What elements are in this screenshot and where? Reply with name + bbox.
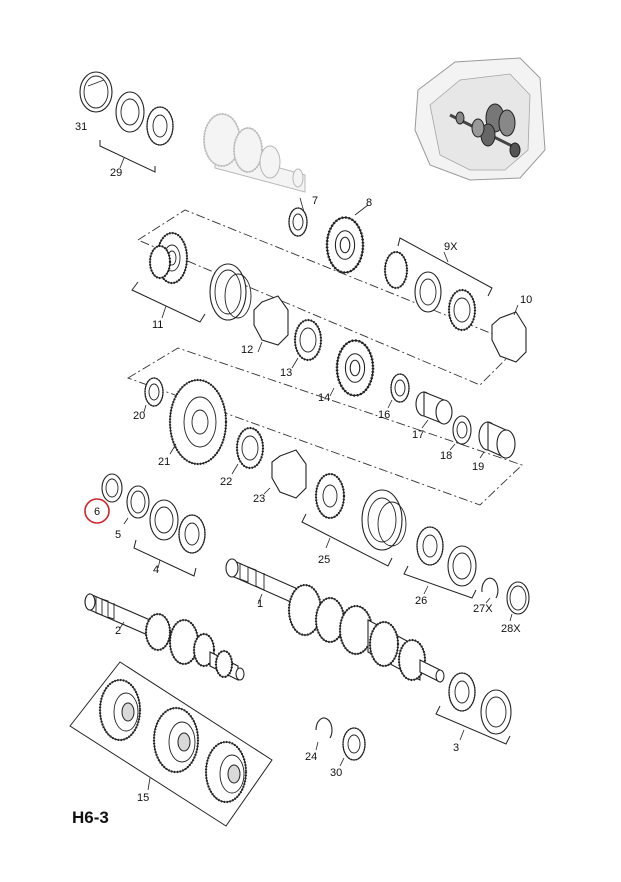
callout-10[interactable]: 10: [520, 294, 532, 306]
callout-29[interactable]: 29: [110, 167, 122, 179]
callout-30[interactable]: 30: [330, 767, 342, 779]
part-24-circlip[interactable]: [315, 717, 333, 751]
callout-1[interactable]: 1: [257, 598, 263, 610]
callout-15[interactable]: 15: [137, 792, 149, 804]
gearbox-thumbnail: [414, 57, 546, 181]
part-20-needle-bearing[interactable]: [143, 377, 164, 413]
assembly-box-middle: [126, 347, 523, 506]
part-1-output-shaft[interactable]: [225, 558, 445, 683]
part-22-synchro-ring[interactable]: [231, 426, 265, 475]
callout-20[interactable]: 20: [133, 410, 145, 422]
part-21-gear[interactable]: [168, 378, 228, 466]
callout-6[interactable]: 6: [94, 506, 100, 518]
callout-27x[interactable]: 27X: [473, 603, 493, 615]
bracket-25: [301, 513, 393, 567]
callout-26[interactable]: 26: [415, 595, 427, 607]
part-19-sleeve[interactable]: [478, 421, 516, 459]
part-sleeve-upper[interactable]: [209, 263, 252, 321]
callout-9x[interactable]: 9X: [444, 241, 458, 253]
part-30-bearing[interactable]: [339, 727, 366, 767]
bracket-26: [403, 565, 477, 599]
callout-21[interactable]: 21: [158, 456, 170, 468]
part-3-bearing[interactable]: [448, 672, 512, 735]
part-9x-synchro-set[interactable]: [383, 250, 477, 332]
part-16-needle-bearing[interactable]: [387, 373, 410, 409]
part-10-spring-plate[interactable]: [491, 304, 527, 363]
part-12-spring-plate[interactable]: [253, 295, 289, 353]
part-18-thrust-washer[interactable]: [449, 415, 472, 451]
callout-28x[interactable]: 28X: [501, 623, 521, 635]
part-23-spring-plate[interactable]: [263, 449, 307, 499]
part-26-bearing[interactable]: [416, 526, 477, 587]
callout-22[interactable]: 22: [220, 476, 232, 488]
callout-25[interactable]: 25: [318, 554, 330, 566]
callout-23[interactable]: 23: [253, 493, 265, 505]
callout-19[interactable]: 19: [472, 461, 484, 473]
bracket-9x: [397, 237, 493, 297]
part-8-gear[interactable]: [325, 204, 369, 274]
callout-13[interactable]: 13: [280, 367, 292, 379]
part-2-input-shaft[interactable]: [84, 593, 245, 681]
callout-4[interactable]: 4: [153, 564, 159, 576]
part-11-synchro-hub[interactable]: [148, 231, 189, 285]
part-29-bearing[interactable]: [115, 91, 174, 146]
bracket-11: [131, 281, 206, 323]
part-4-bearing[interactable]: [149, 499, 206, 554]
callout-8[interactable]: 8: [366, 197, 372, 209]
part-7-needle-bearing[interactable]: [288, 197, 308, 237]
bracket-3: [435, 705, 511, 745]
callout-18[interactable]: 18: [440, 450, 452, 462]
callout-6-highlight-ring: [84, 498, 110, 524]
part-27x-circlip[interactable]: [481, 577, 499, 604]
callout-5[interactable]: 5: [115, 529, 121, 541]
bracket-4: [133, 539, 197, 577]
callout-16[interactable]: 16: [378, 409, 390, 421]
part-31-snap-ring[interactable]: [79, 71, 113, 113]
callout-31[interactable]: 31: [75, 121, 87, 133]
callout-7[interactable]: 7: [312, 195, 318, 207]
part-14-gear[interactable]: [329, 339, 375, 397]
ghost-input-shaft: [203, 113, 306, 193]
callout-17[interactable]: 17: [412, 429, 424, 441]
callout-3[interactable]: 3: [453, 742, 459, 754]
callout-24[interactable]: 24: [305, 751, 317, 763]
part-13-synchro-ring[interactable]: [291, 318, 323, 369]
callout-12[interactable]: 12: [241, 344, 253, 356]
callout-14[interactable]: 14: [318, 392, 330, 404]
bracket-15: [69, 661, 273, 827]
diagram-title: H6-3: [72, 808, 109, 827]
bracket-29: [99, 140, 156, 173]
part-5-ring[interactable]: [123, 485, 150, 525]
part-6-ring[interactable]: [101, 473, 123, 503]
callout-11[interactable]: 11: [152, 319, 163, 331]
part-17-sleeve[interactable]: [415, 391, 453, 429]
callout-2[interactable]: 2: [115, 625, 121, 637]
part-28x-shim[interactable]: [506, 581, 530, 622]
part-25-synchro-assembly[interactable]: [314, 472, 407, 551]
part-15-gear-set[interactable]: [98, 678, 248, 804]
